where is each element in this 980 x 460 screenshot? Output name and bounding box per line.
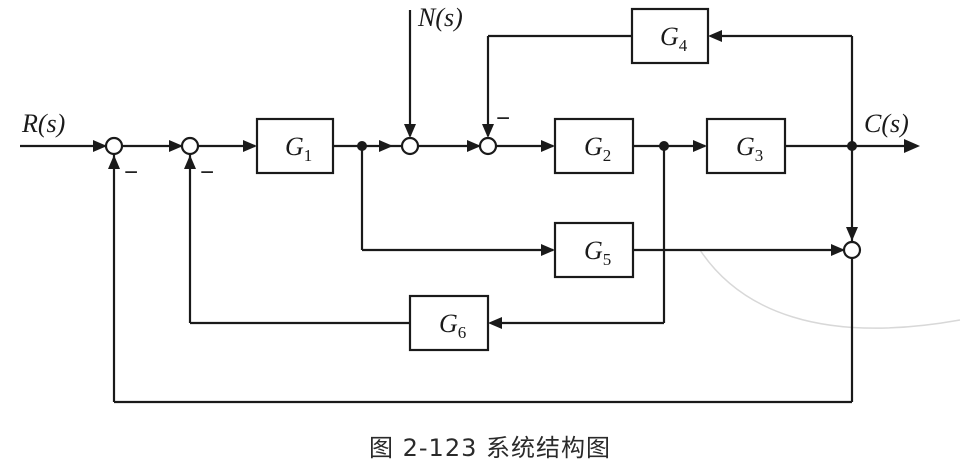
summing-junction-4 (478, 136, 498, 156)
arrow-into-sum2 (169, 140, 183, 152)
sum4-minus-sign: − (496, 105, 510, 132)
arrow-into-g6 (488, 317, 502, 329)
sum2-minus-sign: − (200, 159, 214, 186)
sum1-minus-sign: − (124, 159, 138, 186)
block-g2: G2 (553, 117, 635, 175)
input-signal-label: R(s) (21, 109, 65, 138)
pickoff-point-g1-out (357, 141, 367, 151)
summing-junction-2 (180, 136, 200, 156)
arrow-into-g5 (541, 244, 555, 256)
summing-junction-5 (842, 240, 862, 260)
arrow-g1-out (379, 140, 393, 152)
arrow-into-g3 (693, 140, 707, 152)
arrow-output (904, 139, 920, 153)
arrow-into-g1 (243, 140, 257, 152)
pickoff-point-output (847, 141, 857, 151)
arrow-into-g4 (708, 30, 722, 42)
svg-text:G5: G5 (584, 236, 611, 269)
arrow-into-sum1 (93, 140, 107, 152)
svg-text:G2: G2 (584, 132, 611, 165)
arrow-into-sum1-bottom (108, 155, 120, 169)
block-g1: G1 (255, 117, 335, 175)
svg-text:G4: G4 (660, 22, 688, 55)
arrow-into-sum4-top (482, 124, 494, 138)
block-g3: G3 (705, 117, 787, 175)
figure-caption: 图 2-123 系统结构图 (369, 434, 611, 460)
summing-junction-3 (400, 136, 420, 156)
arrow-into-sum2-bottom (184, 155, 196, 169)
block-g5: G5 (553, 221, 635, 279)
paper-smudge (699, 249, 961, 329)
arrow-into-sum5-top (846, 227, 858, 241)
arrow-into-sum4 (467, 140, 481, 152)
block-g4: G4 (630, 7, 710, 65)
output-signal-label: C(s) (864, 109, 909, 138)
arrow-into-sum5 (831, 244, 845, 256)
arrow-into-g2 (541, 140, 555, 152)
arrow-disturbance (404, 124, 416, 138)
disturbance-signal-label: N(s) (417, 3, 463, 32)
summing-junction-1 (104, 136, 124, 156)
svg-text:G3: G3 (736, 132, 763, 165)
svg-text:G1: G1 (285, 132, 312, 165)
svg-text:G6: G6 (439, 309, 466, 342)
block-g6: G6 (408, 294, 490, 352)
pickoff-point-g2-out (659, 141, 669, 151)
